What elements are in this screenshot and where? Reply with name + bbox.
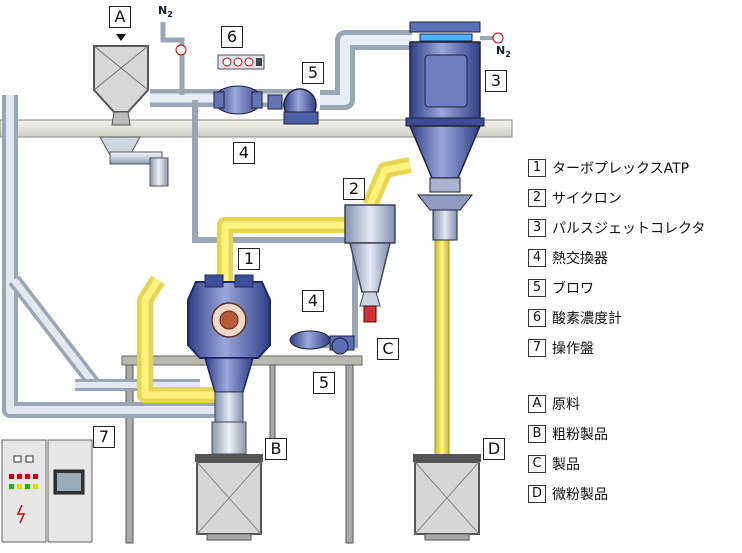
legend-equipment-key: 2 [528,189,546,207]
legend-equipment-row: 1 ターボプレックスATP [528,158,689,178]
cyclone [344,204,396,323]
product-lines [137,157,450,456]
coarse-product-drum [195,454,263,541]
legend-equipment-key: 6 [528,309,546,327]
legend-equipment-text: ブロワ [552,281,594,297]
label-c: C [377,338,399,360]
n2-label-left: N2 [158,4,173,20]
legend-equipment-text: ターボプレックスATP [552,161,690,177]
label-d: D [483,438,505,460]
legend-equipment-row: 5 ブロワ [528,278,594,298]
legend-product-key: A [528,395,546,413]
legend-product-text: 微粉製品 [552,487,608,503]
turboplex-classifier [187,274,271,455]
pulse-jet-collector [405,21,485,241]
n2-label-right: N2 [496,44,511,60]
legend-equipment-key: 1 [528,159,546,177]
label-5-lower: 5 [313,372,335,394]
nitrogen-supply-line [160,22,504,95]
label-2: 2 [343,178,365,200]
legend-equipment-row: 3 パルスジェットコレクタ [528,218,705,238]
label-5-upper: 5 [302,62,324,84]
blower-lower [331,337,349,355]
legend-equipment-row: 7 操作盤 [528,338,594,358]
legend-equipment-row: 2 サイクロン [528,188,622,208]
legend-product-row: A 原料 [528,394,580,414]
legend-equipment-text: サイクロン [552,191,622,207]
legend-equipment-key: 3 [528,219,546,237]
legend-product-text: 原料 [552,397,580,413]
legend-product-row: B 粗粉製品 [528,424,608,444]
legend-product-row: C 製品 [528,454,580,474]
legend-product-text: 粗粉製品 [552,427,608,443]
oxygen-analyzer [217,54,265,70]
raw-material-hopper [93,45,149,126]
legend-equipment-text: 熱交換器 [552,251,608,267]
label-4-upper: 4 [233,142,255,164]
legend-equipment-key: 5 [528,279,546,297]
label-3: 3 [485,70,507,92]
legend-equipment-row: 4 熱交換器 [528,248,608,268]
legend-product-key: B [528,425,546,443]
label-7: 7 [93,426,115,448]
legend-equipment-text: パルスジェットコレクタ [552,221,706,237]
label-6: 6 [221,26,243,48]
label-1: 1 [238,248,260,270]
label-a: A [109,6,131,28]
legend-equipment-text: 操作盤 [552,341,594,357]
legend-product-row: D 微粉製品 [528,484,608,504]
legend-equipment-row: 6 酸素濃度計 [528,308,622,328]
heat-exchanger-upper [213,85,263,115]
control-panel [1,439,93,543]
legend-product-key: C [528,455,546,473]
fine-product-drum [413,454,481,541]
feed-arrow [116,34,126,41]
legend-equipment-text: 酸素濃度計 [552,311,622,327]
legend-equipment-key: 4 [528,249,546,267]
label-b: B [265,438,287,460]
feeder [99,136,169,187]
legend-product-text: 製品 [552,457,580,473]
label-4-lower: 4 [302,290,324,312]
legend-product-key: D [528,485,546,503]
legend-equipment-key: 7 [528,339,546,357]
blower-upper [267,88,319,125]
